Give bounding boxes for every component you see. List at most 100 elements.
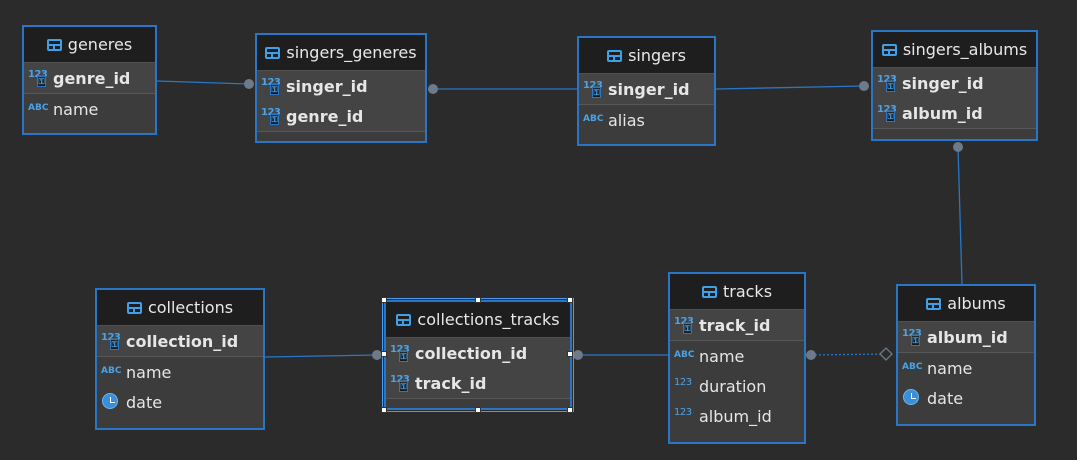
column-singer-id[interactable]: 123⚿ singer_id [873,68,1036,98]
column-collection-id[interactable]: 123⚿collection_id [386,338,570,368]
primary-key-section: 123⚿ album_id [898,322,1034,353]
column-name: track_id [415,373,487,393]
column-singer-id[interactable]: 123⚿singer_id [257,71,425,101]
primary-key-icon: 123⚿ [674,316,694,334]
entity-header[interactable]: singers [579,38,714,74]
column-alias[interactable]: ABC alias [579,105,714,135]
relationship-endpoint [859,81,869,91]
primary-key-icon: 123⚿ [101,332,121,350]
column-name: singer_id [902,73,984,93]
column-name[interactable]: ABC name [670,341,804,371]
entity-title: tracks [722,282,773,301]
relationship-endpoint [953,142,963,152]
primary-key-section: 123⚿collection_id 123⚿ track_id [386,338,570,399]
entity-title: singers_generes [286,43,417,62]
column-name: name [699,346,745,366]
column-name: name [53,99,99,119]
primary-key-icon: 123⚿ [390,374,410,392]
entity-header[interactable]: singers_generes [257,35,425,71]
column-name: track_id [699,315,771,335]
entity-singers-albums[interactable]: singers_albums 123⚿ singer_id 123⚿album_id [871,30,1038,141]
entity-header[interactable]: collections [97,290,263,326]
primary-key-section: 123⚿ track_id [670,310,804,341]
primary-key-section: 123⚿ singer_id [579,74,714,105]
column-track-id[interactable]: 123⚿ track_id [670,310,804,340]
entity-title: albums [947,294,1006,313]
selection-handle[interactable] [381,351,387,357]
column-name: date [126,392,163,412]
relationship-singers-albums-albums[interactable] [957,146,963,285]
column-album-id[interactable]: 123⚿ album_id [898,322,1034,352]
primary-key-icon: 123⚿ [261,77,281,95]
table-icon [926,297,942,310]
text-type-icon: ABC [674,350,695,360]
entity-title: collections_tracks [417,310,560,329]
relationship-singers-singers-albums[interactable] [715,85,865,90]
table-icon [396,313,412,326]
entity-header[interactable]: albums [898,286,1034,322]
relationship-endpoint-diamond [879,347,893,361]
column-date[interactable]: date [898,383,1034,413]
column-name: alias [608,110,645,130]
column-track-id[interactable]: 123⚿ track_id [386,368,570,398]
entity-title: generes [67,35,133,54]
column-singer-id[interactable]: 123⚿ singer_id [579,74,714,104]
entity-header[interactable]: singers_albums [873,32,1036,68]
column-collection-id[interactable]: 123⚿collection_id [97,326,263,356]
relationship-tracks-albums[interactable] [810,353,887,356]
table-icon [607,49,623,62]
text-type-icon: ABC [583,114,604,124]
column-name: genre_id [286,106,364,126]
primary-key-icon: 123⚿ [902,328,922,346]
column-genre-id[interactable]: 123⚿ genre_id [257,101,425,131]
column-album-id[interactable]: 123⚿album_id [873,98,1036,128]
relationship-collections-collections-tracks[interactable] [264,354,378,358]
table-icon [46,38,62,51]
clock-icon [902,388,924,408]
relationship-endpoint [244,79,254,89]
selection-handle[interactable] [567,297,573,303]
entity-header[interactable]: tracks [670,274,804,310]
relationship-endpoint [573,350,583,360]
primary-key-icon: 123⚿ [583,80,603,98]
column-date[interactable]: date [97,387,263,417]
primary-key-icon: 123⚿ [261,107,281,125]
relationship-generes-singers-generes[interactable] [156,80,250,85]
primary-key-icon: 123⚿ [877,74,897,92]
entity-header[interactable]: collections_tracks [386,302,570,338]
column-genre-id[interactable]: 123⚿genre_id [24,63,155,93]
selection-handle[interactable] [475,297,481,303]
attributes-section: ABC alias [579,105,714,135]
selection-handle[interactable] [475,407,481,413]
entity-title: singers_albums [902,40,1028,59]
text-type-icon: ABC [101,366,122,376]
selection-handle[interactable] [381,297,387,303]
table-icon [265,46,281,59]
column-name: album_id [927,327,1008,347]
table-icon [881,43,897,56]
entity-header[interactable]: generes [24,27,155,63]
primary-key-section: 123⚿ singer_id 123⚿album_id [873,68,1036,129]
primary-key-icon: 123⚿ [877,104,897,122]
selection-handle[interactable] [567,407,573,413]
entity-collections-tracks[interactable]: collections_tracks 123⚿collection_id 123⚿ t… [382,298,574,412]
selection-handle[interactable] [381,407,387,413]
column-name: album_id [699,406,772,426]
table-icon [126,301,142,314]
selection-handle[interactable] [567,351,573,357]
column-name: singer_id [608,79,690,99]
